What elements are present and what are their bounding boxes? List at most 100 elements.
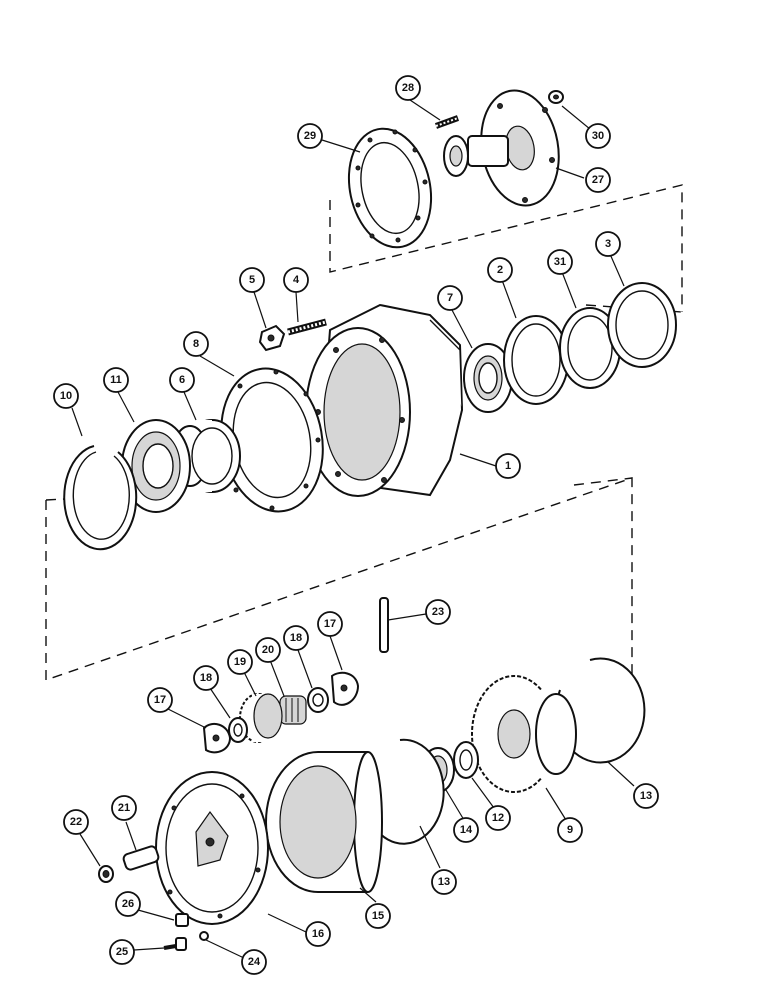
callout-14: 14 bbox=[453, 817, 479, 843]
callout-label: 11 bbox=[110, 374, 122, 386]
callout-17-lower: 17 bbox=[147, 687, 173, 713]
callout-label: 5 bbox=[249, 274, 255, 286]
callout-11: 11 bbox=[103, 367, 129, 393]
part-4-stud bbox=[287, 318, 327, 336]
callout-31: 31 bbox=[547, 249, 573, 275]
part-31-spacer bbox=[559, 307, 621, 389]
callout-label: 10 bbox=[60, 390, 72, 402]
callout-18-upper: 18 bbox=[283, 625, 309, 651]
callout-22: 22 bbox=[63, 809, 89, 835]
callout-label: 9 bbox=[567, 824, 573, 836]
callout-label: 28 bbox=[402, 82, 414, 94]
callout-5: 5 bbox=[239, 267, 265, 293]
callout-21: 21 bbox=[111, 795, 137, 821]
callout-13-upper: 13 bbox=[633, 783, 659, 809]
callout-24: 24 bbox=[241, 949, 267, 975]
part-27-flange-shaft bbox=[443, 89, 560, 207]
callout-label: 23 bbox=[432, 606, 444, 618]
callout-9: 9 bbox=[557, 817, 583, 843]
part-24-washer bbox=[199, 931, 209, 941]
part-8-gasket bbox=[220, 367, 324, 513]
callout-23: 23 bbox=[425, 599, 451, 625]
callout-label: 26 bbox=[122, 898, 134, 910]
callout-26: 26 bbox=[115, 891, 141, 917]
part-17-washer-lower bbox=[202, 722, 232, 754]
part-23-pin bbox=[379, 597, 389, 653]
part-19-planet-gear bbox=[239, 693, 283, 743]
part-30-nut bbox=[548, 90, 564, 104]
part-11-bearing bbox=[121, 419, 191, 513]
part-15-ring-gear bbox=[265, 751, 383, 893]
callout-15: 15 bbox=[365, 903, 391, 929]
part-22-bushing bbox=[98, 865, 114, 883]
callout-30: 30 bbox=[585, 123, 611, 149]
guide-line-upper bbox=[329, 184, 683, 312]
callout-label: 22 bbox=[70, 816, 82, 828]
callout-label: 19 bbox=[234, 656, 246, 668]
callout-8: 8 bbox=[183, 331, 209, 357]
callout-label: 18 bbox=[200, 672, 212, 684]
callout-label: 21 bbox=[118, 802, 130, 814]
part-5-nut bbox=[258, 324, 286, 352]
callout-label: 2 bbox=[497, 264, 503, 276]
part-9-sun-gear bbox=[471, 675, 577, 793]
callout-17-upper: 17 bbox=[317, 611, 343, 637]
callout-6: 6 bbox=[169, 367, 195, 393]
callout-19: 19 bbox=[227, 649, 253, 675]
part-1-housing bbox=[305, 303, 464, 497]
part-29-gasket bbox=[347, 127, 433, 249]
part-2-bearing-cup bbox=[503, 315, 569, 405]
callout-18-lower: 18 bbox=[193, 665, 219, 691]
callout-3: 3 bbox=[595, 231, 621, 257]
callout-label: 14 bbox=[460, 824, 473, 836]
part-3-seal bbox=[607, 282, 677, 368]
part-28-stud bbox=[434, 115, 460, 129]
part-7-bearing-cone bbox=[463, 343, 513, 413]
part-10-snap-ring bbox=[63, 445, 138, 551]
leader-lines bbox=[71, 99, 635, 959]
callout-label: 16 bbox=[312, 928, 324, 940]
callout-label: 7 bbox=[447, 292, 453, 304]
callout-7: 7 bbox=[437, 285, 463, 311]
part-17-washer-upper bbox=[330, 671, 360, 706]
callout-2: 2 bbox=[487, 257, 513, 283]
callout-16: 16 bbox=[305, 921, 331, 947]
guide-line-lower-right bbox=[573, 477, 633, 486]
callout-label: 24 bbox=[248, 956, 261, 968]
callout-label: 25 bbox=[116, 946, 128, 958]
callout-10: 10 bbox=[53, 383, 79, 409]
callout-label: 8 bbox=[193, 338, 199, 350]
guide-line-lower-left bbox=[45, 496, 105, 501]
callout-label: 13 bbox=[438, 876, 450, 888]
callout-label: 1 bbox=[505, 460, 511, 472]
callout-label: 12 bbox=[492, 812, 504, 824]
callout-label: 3 bbox=[605, 238, 611, 250]
callout-20: 20 bbox=[255, 637, 281, 663]
callout-label: 18 bbox=[290, 632, 302, 644]
callout-label: 17 bbox=[324, 618, 336, 630]
part-20-needle-bearing bbox=[279, 695, 307, 725]
callout-label: 30 bbox=[592, 130, 604, 142]
callout-label: 15 bbox=[372, 910, 384, 922]
part-21-pin bbox=[122, 845, 160, 871]
callout-label: 17 bbox=[154, 694, 166, 706]
callout-1: 1 bbox=[495, 453, 521, 479]
callout-28: 28 bbox=[395, 75, 421, 101]
callout-13-lower: 13 bbox=[431, 869, 457, 895]
callout-label: 27 bbox=[592, 174, 604, 186]
part-18-washer-lower bbox=[228, 717, 248, 743]
part-25-bolt bbox=[163, 937, 187, 951]
part-18-washer-upper bbox=[307, 687, 329, 713]
callout-label: 31 bbox=[554, 256, 566, 268]
part-12-washer bbox=[453, 741, 479, 779]
callout-label: 4 bbox=[293, 274, 300, 286]
callouts: 1 2 3 4 5 6 7 8 9 10 11 12 13 13 14 15 1… bbox=[53, 75, 659, 975]
guide-line-lower bbox=[45, 477, 633, 686]
callout-label: 13 bbox=[640, 790, 652, 802]
callout-27: 27 bbox=[585, 167, 611, 193]
callout-12: 12 bbox=[485, 805, 511, 831]
callout-29: 29 bbox=[297, 123, 323, 149]
callout-label: 29 bbox=[304, 130, 316, 142]
